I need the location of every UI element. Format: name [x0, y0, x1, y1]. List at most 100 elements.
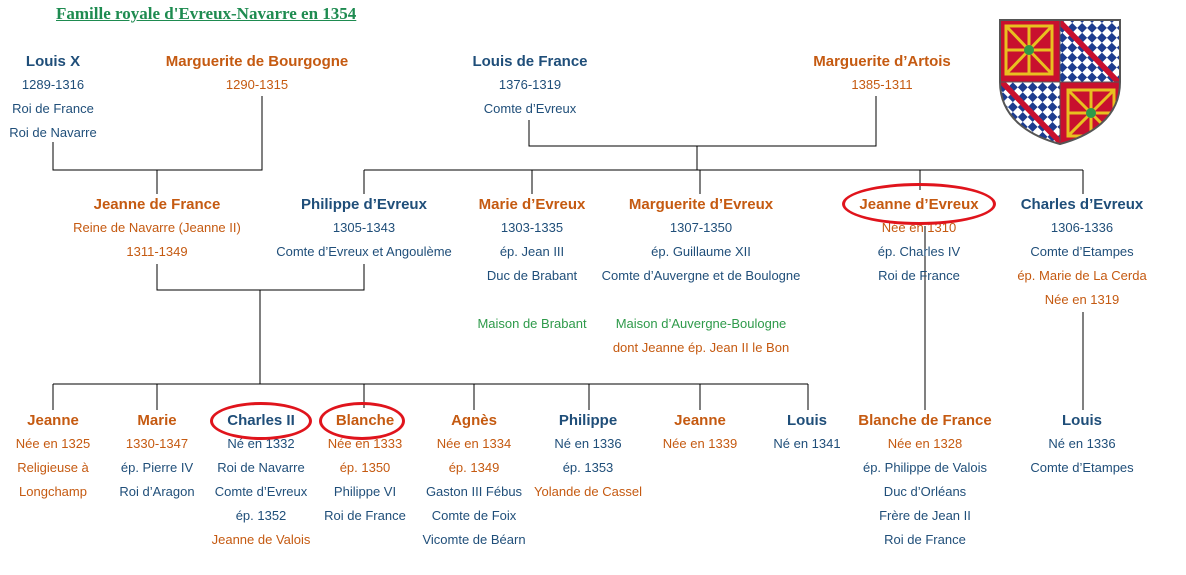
person-detail: Née en 1334 — [436, 436, 512, 451]
person-detail: Roi de France — [12, 101, 94, 116]
person-detail: ép. Pierre IV — [120, 460, 194, 475]
person-detail: Reine de Navarre (Jeanne II) — [73, 220, 241, 235]
person-detail: 1306-1336 — [1050, 220, 1114, 235]
person-detail: Née en 1339 — [662, 436, 738, 451]
person-detail: ép. Jean III — [499, 244, 565, 259]
person-detail: Duc d’Orléans — [883, 484, 967, 499]
person-jeanne-1339: Jeanne Née en 1339 — [663, 410, 737, 456]
person-detail: Philippe VI — [333, 484, 397, 499]
person-louis-x: Louis X 1289-1316 Roi de France Roi de N… — [9, 51, 96, 145]
person-jeanne-de-france: Jeanne de France Reine de Navarre (Jeann… — [73, 194, 241, 264]
person-detail: 1330-1347 — [125, 436, 189, 451]
person-marguerite-d-artois: Marguerite d’Artois 1385-1311 — [813, 51, 951, 97]
person-detail: Née en 1333 — [327, 436, 403, 451]
person-detail: Religieuse à — [17, 460, 89, 475]
person-detail: ép. 1350 — [339, 460, 391, 475]
person-detail: ép. Marie de La Cerda — [1017, 268, 1147, 283]
person-name: Louis — [1061, 412, 1102, 429]
person-name: Charles d’Evreux — [1020, 196, 1144, 213]
person-philippe-1336: Philippe Né en 1336 ép. 1353 Yolande de … — [534, 410, 642, 504]
person-detail: Comte d’Evreux et Angoulème — [276, 244, 452, 259]
person-detail: Vicomte de Béarn — [422, 532, 526, 547]
person-name: Marguerite d’Artois — [813, 53, 951, 70]
person-detail: 1311-1349 — [126, 244, 188, 259]
person-marguerite-de-bourgogne: Marguerite de Bourgogne 1290-1315 — [166, 51, 349, 97]
person-name: Jeanne de France — [93, 196, 221, 213]
person-louis-1336: Louis Né en 1336 Comte d’Etampes — [1030, 410, 1133, 480]
person-detail: Comte d’Evreux — [483, 101, 577, 116]
highlight-circle-blanche — [319, 402, 405, 440]
person-detail: Née en 1319 — [1044, 292, 1120, 307]
person-detail: Yolande de Cassel — [534, 484, 642, 499]
person-detail: Longchamp — [19, 484, 87, 499]
person-detail: 1385-1311 — [851, 77, 913, 92]
person-detail: Née en 1325 — [15, 436, 91, 451]
diagram-title: Famille royale d'Evreux-Navarre en 1354 — [56, 4, 357, 23]
person-detail — [477, 288, 586, 312]
person-detail: Roi d’Aragon — [119, 484, 195, 499]
person-charles-ii: Charles II Né en 1332 Roi de Navarre Com… — [212, 410, 311, 552]
person-name: Louis de France — [472, 53, 588, 70]
person-name: Jeanne — [674, 412, 726, 429]
person-detail: ép. Guillaume XII — [651, 244, 751, 259]
person-detail: Duc de Brabant — [486, 268, 578, 283]
person-name: Louis X — [25, 53, 81, 70]
person-detail: 1307-1350 — [669, 220, 733, 235]
person-detail: 1290-1315 — [225, 77, 289, 92]
person-detail: Comte de Foix — [431, 508, 517, 523]
person-detail: Né en 1336 — [554, 436, 622, 451]
person-name: Agnès — [451, 412, 497, 429]
person-detail: Née en 1328 — [887, 436, 963, 451]
person-detail: Roi de France — [324, 508, 406, 523]
person-detail: Né en 1336 — [1048, 436, 1116, 451]
person-detail: ép. 1349 — [448, 460, 500, 475]
person-jeanne-1325: Jeanne Née en 1325 Religieuse à Longcham… — [16, 410, 90, 504]
person-detail: Né en 1332 — [227, 436, 295, 451]
person-detail: Comte d’Etampes — [1030, 244, 1134, 259]
person-name: Louis — [786, 412, 827, 429]
person-detail: ép. Charles IV — [877, 244, 961, 259]
person-detail: Frère de Jean II — [879, 508, 971, 523]
person-marguerite-d-evreux: Marguerite d’Evreux 1307-1350 ép. Guilla… — [602, 194, 801, 360]
person-marie-d-evreux: Marie d’Evreux 1303-1335 ép. Jean III Du… — [477, 194, 586, 336]
person-detail: Comte d’Auvergne et de Boulogne — [601, 268, 801, 283]
person-name: Philippe d’Evreux — [301, 196, 427, 213]
person-detail: ép. Philippe de Valois — [862, 460, 988, 475]
person-name: Philippe — [558, 412, 618, 429]
person-detail — [602, 288, 801, 312]
person-blanche-de-france: Blanche de France Née en 1328 ép. Philip… — [858, 410, 991, 552]
person-louis-de-france: Louis de France 1376-1319 Comte d’Evreux — [472, 51, 587, 121]
person-detail: Roi de Navarre — [9, 125, 97, 140]
person-agnes: Agnès Née en 1334 ép. 1349 Gaston III Fé… — [422, 410, 525, 552]
person-name: Marie — [137, 412, 177, 429]
person-detail: Jeanne de Valois — [211, 532, 311, 547]
coat-of-arms-icon — [999, 19, 1121, 146]
person-detail: Gaston III Fébus — [425, 484, 523, 499]
person-charles-d-evreux: Charles d’Evreux 1306-1336 Comte d’Etamp… — [1017, 194, 1146, 312]
person-detail: ép. 1352 — [235, 508, 287, 523]
highlight-circle-jeanne-d-evreux — [842, 183, 996, 225]
person-name: Jeanne — [27, 412, 79, 429]
person-name: Blanche de France — [858, 412, 992, 429]
person-detail: Comte d’Evreux — [214, 484, 308, 499]
person-detail: Roi de Navarre — [217, 460, 305, 475]
person-detail: Roi de France — [878, 268, 960, 283]
person-house: Maison d’Auvergne-Boulogne — [615, 316, 787, 331]
person-detail: 1303-1335 — [500, 220, 564, 235]
person-name: Marguerite d’Evreux — [628, 196, 774, 213]
person-philippe-d-evreux: Philippe d’Evreux 1305-1343 Comte d’Evre… — [276, 194, 452, 264]
person-marie-1330: Marie 1330-1347 ép. Pierre IV Roi d’Arag… — [119, 410, 194, 504]
person-detail: Comte d’Etampes — [1030, 460, 1134, 475]
person-detail: 1305-1343 — [332, 220, 396, 235]
person-name: Marie d’Evreux — [478, 196, 586, 213]
person-detail: dont Jeanne ép. Jean II le Bon — [612, 340, 790, 355]
person-detail: Né en 1341 — [773, 436, 841, 451]
person-louis-1341: Louis Né en 1341 — [773, 410, 840, 456]
person-detail: ép. 1353 — [562, 460, 614, 475]
person-detail: Roi de France — [884, 532, 966, 547]
highlight-circle-charles-ii — [210, 402, 312, 440]
person-house: Maison de Brabant — [477, 316, 587, 331]
person-detail: 1376-1319 — [498, 77, 562, 92]
person-detail: 1289-1316 — [21, 77, 85, 92]
